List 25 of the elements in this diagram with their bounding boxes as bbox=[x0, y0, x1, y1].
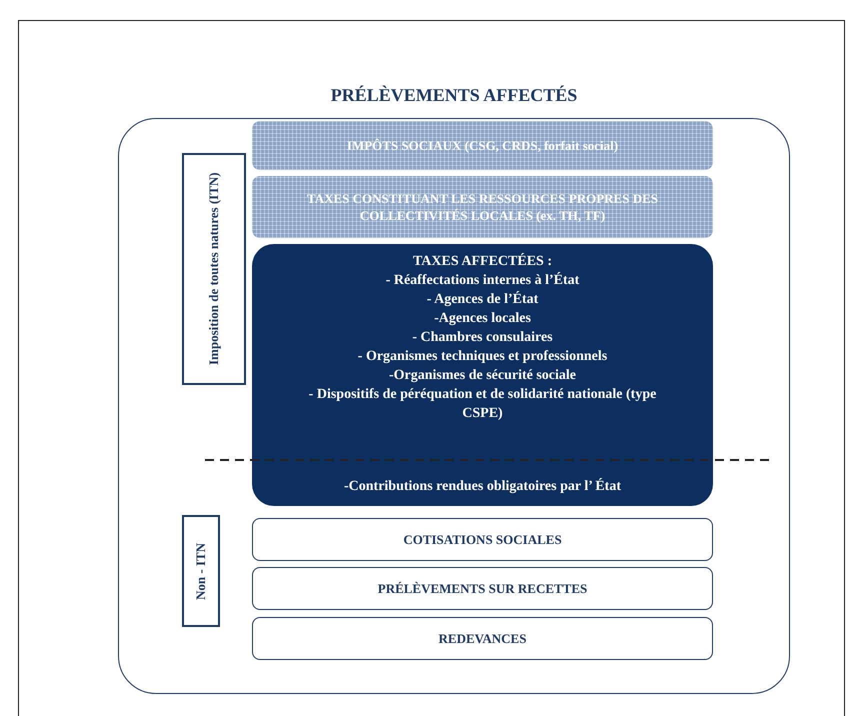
list-item: -Contributions rendues obligatoires par l’ État bbox=[342, 477, 622, 496]
list-item: -Agences locales bbox=[433, 310, 532, 328]
list-item: - Organismes techniques et professionnels bbox=[356, 348, 608, 366]
category-box bbox=[252, 567, 713, 610]
hatched-box bbox=[252, 176, 713, 238]
list-item: -Organismes de sécurité sociale bbox=[388, 367, 577, 385]
box-label: Non - ITN bbox=[193, 542, 209, 600]
list-item: - Agences de l’État bbox=[426, 290, 540, 309]
category-box bbox=[252, 617, 713, 660]
list-item: - Dispositifs de péréquation et de solidarité nationale (type CSPE) bbox=[308, 386, 658, 423]
hatched-box bbox=[252, 121, 713, 170]
box-label: IMPÔTS SOCIAUX (CSG, CRDS, forfait social) bbox=[346, 137, 618, 154]
category-label-box bbox=[182, 153, 246, 385]
diagram-heading: PRÉLÈVEMENTS AFFECTÉS bbox=[330, 84, 578, 107]
list-item: - Chambres consulaires bbox=[411, 329, 554, 347]
box-label: PRÉLÈVEMENTS SUR RECETTES bbox=[378, 580, 588, 596]
box-heading: TAXES AFFECTÉES : bbox=[412, 252, 553, 271]
box-label: TAXES CONSTITUANT LES RESSOURCES PROPRES DES COLLECTIVITÉS LOCALES (ex. TH, TF) bbox=[306, 190, 659, 224]
box-label: COTISATIONS SOCIALES bbox=[403, 532, 562, 548]
category-box bbox=[252, 518, 713, 561]
dark-box bbox=[252, 244, 713, 506]
list-item: - Réaffectations internes à l’État bbox=[384, 271, 580, 290]
category-label-box bbox=[182, 515, 220, 627]
box-label: REDEVANCES bbox=[438, 630, 526, 646]
box-label: Imposition de toutes natures (ITN) bbox=[206, 172, 222, 366]
